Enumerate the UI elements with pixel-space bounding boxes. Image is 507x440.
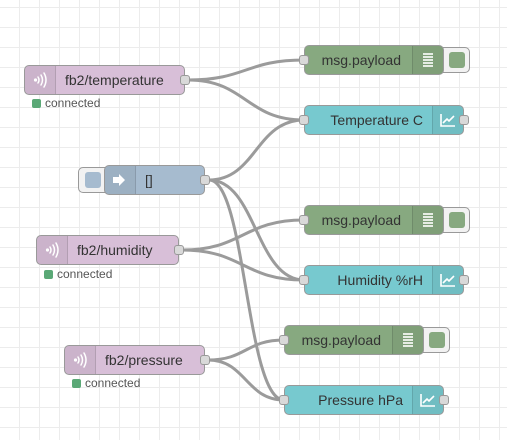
status-text: connected [57, 267, 113, 281]
mqtt-node-temperature[interactable]: fb2/temperature [24, 65, 190, 95]
chart-line-icon [432, 106, 463, 134]
debug-node-1[interactable]: msg.payload [299, 45, 444, 75]
output-port[interactable] [200, 175, 210, 185]
status-dot [72, 379, 81, 388]
status-dot [32, 99, 41, 108]
wire-inject-to-chart-pressure[interactable] [207, 178, 286, 402]
debug-toggle-square [449, 52, 465, 68]
wire-humidity-to-chart[interactable] [180, 248, 306, 282]
chart-node-label: Pressure hPa [318, 392, 403, 408]
input-port[interactable] [299, 55, 309, 65]
inject-node-label: [] [145, 172, 153, 188]
debug-node-label: msg.payload [301, 332, 381, 348]
status-text: connected [45, 96, 101, 110]
status-dot [44, 270, 53, 279]
chart-node-label: Humidity %rH [337, 272, 423, 288]
status-text: connected [85, 376, 141, 390]
chart-line-icon [412, 386, 443, 414]
mqtt-wave-icon [37, 236, 68, 264]
debug-node-2[interactable]: msg.payload [299, 205, 444, 235]
wire-temperature-to-chart[interactable] [186, 78, 306, 122]
chart-line-icon [432, 266, 463, 294]
input-port[interactable] [279, 335, 289, 345]
inject-node[interactable]: [] [104, 165, 210, 195]
chart-node-pressure[interactable]: Pressure hPa [279, 385, 449, 415]
output-port[interactable] [459, 275, 469, 285]
wire-inject-to-chart-temperature[interactable] [207, 118, 306, 182]
input-port[interactable] [299, 215, 309, 225]
debug-toggle-button[interactable] [420, 327, 450, 353]
debug-list-icon [412, 46, 443, 74]
mqtt-wave-icon [65, 346, 96, 374]
wire-pressure-to-chart[interactable] [206, 358, 286, 402]
status-humidity: connected [44, 267, 112, 281]
debug-node-label: msg.payload [321, 52, 401, 68]
debug-node-label: msg.payload [321, 212, 401, 228]
input-port[interactable] [279, 395, 289, 405]
output-port[interactable] [459, 115, 469, 125]
status-temperature: connected [32, 96, 100, 110]
debug-toggle-square [429, 332, 445, 348]
wire-temperature-to-debug[interactable] [186, 58, 306, 82]
mqtt-node-pressure[interactable]: fb2/pressure [64, 345, 210, 375]
wire-pressure-to-debug[interactable] [206, 338, 286, 362]
debug-list-icon [412, 206, 443, 234]
output-port[interactable] [174, 245, 184, 255]
inject-button-square [85, 172, 101, 188]
debug-toggle-button[interactable] [440, 207, 470, 233]
wire-humidity-to-debug[interactable] [180, 218, 306, 252]
mqtt-wave-icon [25, 66, 56, 94]
chart-node-label: Temperature C [330, 112, 423, 128]
debug-toggle-button[interactable] [440, 47, 470, 73]
mqtt-node-humidity[interactable]: fb2/humidity [36, 235, 184, 265]
debug-node-3[interactable]: msg.payload [279, 325, 424, 355]
input-port[interactable] [299, 275, 309, 285]
chart-node-temperature[interactable]: Temperature C [299, 105, 469, 135]
input-port[interactable] [299, 115, 309, 125]
mqtt-node-label: fb2/humidity [77, 242, 153, 258]
debug-list-icon [392, 326, 423, 354]
chart-node-humidity[interactable]: Humidity %rH [299, 265, 469, 295]
debug-toggle-square [449, 212, 465, 228]
inject-arrow-icon [105, 166, 136, 194]
mqtt-node-label: fb2/temperature [65, 72, 164, 88]
mqtt-node-label: fb2/pressure [105, 352, 183, 368]
output-port[interactable] [439, 395, 449, 405]
output-port[interactable] [180, 75, 190, 85]
output-port[interactable] [200, 355, 210, 365]
status-pressure: connected [72, 376, 140, 390]
